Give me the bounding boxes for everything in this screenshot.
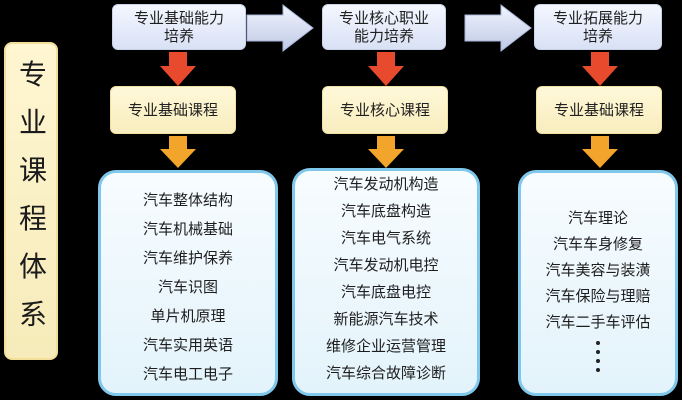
course-item: 维修企业运营管理 <box>325 337 446 355</box>
down-arrow-icon <box>582 136 618 168</box>
course-box-core: 专业核心课程 <box>322 86 448 134</box>
course-item: 汽车保险与理赔 <box>545 287 651 305</box>
down-arrow-icon <box>160 52 196 86</box>
course-item: 汽车电工电子 <box>142 365 233 383</box>
right-arrow-icon <box>464 3 532 53</box>
course-list-basic: 汽车整体结构 汽车机械基础 汽车维护保养 汽车识图 单片机原理 汽车实用英语 汽… <box>98 170 278 396</box>
course-item: 汽车底盘构造 <box>340 202 431 220</box>
course-item: 汽车识图 <box>157 278 218 296</box>
course-item: 新能源汽车技术 <box>333 310 439 328</box>
title-char: 专 <box>18 58 47 91</box>
ability-label-line: 专业拓展能力 <box>552 9 643 27</box>
down-arrow-icon <box>160 136 196 168</box>
right-arrow-icon <box>246 3 314 53</box>
course-item: 汽车维护保养 <box>142 249 233 267</box>
course-item: 汽车发动机构造 <box>333 175 439 193</box>
course-item: 汽车电气系统 <box>340 229 431 247</box>
course-box-extension: 专业基础课程 <box>536 86 662 134</box>
course-item: 汽车综合故障诊断 <box>325 364 446 382</box>
title-char: 业 <box>18 106 47 139</box>
ability-label-line: 能力培养 <box>353 27 414 45</box>
course-item: 汽车车身修复 <box>552 235 643 253</box>
down-arrow-icon <box>368 52 404 86</box>
course-list-extension: 汽车理论 汽车车身修复 汽车美容与装潢 汽车保险与理赔 汽车二手车评估 <box>518 170 678 396</box>
course-item: 单片机原理 <box>150 307 226 325</box>
course-label: 专业基础课程 <box>127 101 218 119</box>
title-char: 课 <box>18 154 47 187</box>
down-arrow-icon <box>582 52 618 86</box>
ability-box-extension: 专业拓展能力 培养 <box>534 4 662 50</box>
course-item: 汽车美容与装潢 <box>545 261 651 279</box>
course-item: 汽车底盘电控 <box>340 283 431 301</box>
vertical-ellipsis-icon <box>595 341 601 377</box>
course-item: 汽车理论 <box>567 209 628 227</box>
title-char: 程 <box>18 202 47 235</box>
ability-label-line: 专业基础能力 <box>133 9 224 27</box>
course-list-core: 汽车发动机构造 汽车底盘构造 汽车电气系统 汽车发动机电控 汽车底盘电控 新能源… <box>292 168 480 396</box>
course-item: 汽车二手车评估 <box>545 313 651 331</box>
course-label: 专业核心课程 <box>339 101 430 119</box>
course-box-basic: 专业基础课程 <box>110 86 236 134</box>
title-char: 体 <box>18 250 47 283</box>
course-item: 汽车发动机电控 <box>333 256 439 274</box>
ability-label-line: 专业核心职业 <box>338 9 429 27</box>
course-item: 汽车机械基础 <box>142 220 233 238</box>
ability-box-core: 专业核心职业 能力培养 <box>322 4 446 50</box>
course-label: 专业基础课程 <box>553 101 644 119</box>
title-char: 系 <box>18 298 47 331</box>
course-item: 汽车整体结构 <box>142 191 233 209</box>
ability-label-line: 培养 <box>163 27 194 45</box>
curriculum-system-title-box: 专 业 课 程 体 系 <box>4 42 58 360</box>
ability-box-basic: 专业基础能力 培养 <box>112 4 246 50</box>
ability-label-line: 培养 <box>582 27 613 45</box>
course-item: 汽车实用英语 <box>142 336 233 354</box>
down-arrow-icon <box>368 136 404 168</box>
